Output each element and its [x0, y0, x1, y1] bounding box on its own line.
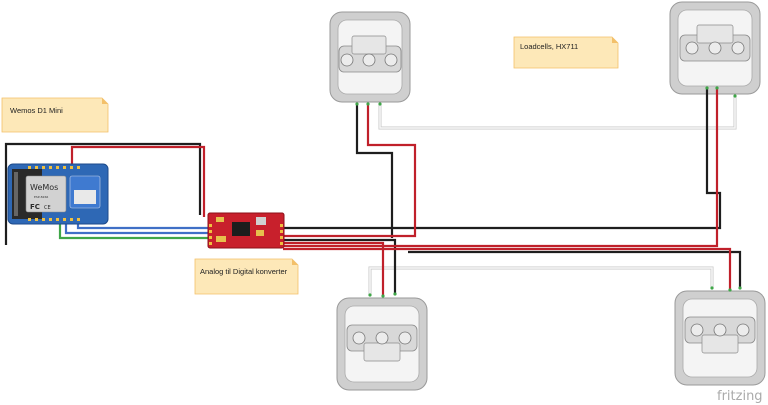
note-loadcells-text: Loadcells, HX711: [520, 42, 578, 51]
board-header-pins-top: [28, 166, 80, 169]
wemos-d1-mini-board[interactable]: WeMos ESP-8266 FC CE: [7, 163, 109, 225]
wire-endpoints: [355, 86, 742, 298]
loadcell-top-left[interactable]: [329, 11, 411, 103]
hx711-module[interactable]: [207, 212, 285, 249]
loadcell-bottom-left[interactable]: [336, 297, 428, 391]
red-wires[interactable]: [70, 88, 732, 296]
white-wires-inner: [369, 96, 736, 295]
board-brand-text: WeMos: [30, 183, 58, 192]
note-wemos[interactable]: Wemos D1 Mini: [1, 97, 109, 133]
board-header-pins-bottom: [28, 218, 80, 221]
board-fcc-text: FC: [30, 203, 40, 211]
loadcell-bottom-right[interactable]: [674, 290, 766, 386]
fritzing-watermark: fritzing: [717, 389, 763, 404]
note-wemos-text: Wemos D1 Mini: [10, 106, 63, 115]
board-chip-text: ESP-8266: [34, 195, 48, 199]
note-adc-text: Analog til Digital konverter: [200, 267, 288, 276]
white-wires[interactable]: [368, 96, 737, 295]
note-loadcells[interactable]: Loadcells, HX711: [513, 36, 619, 69]
note-adc[interactable]: Analog til Digital konverter: [194, 258, 299, 295]
board-ce-text: CE: [44, 205, 51, 211]
hx711-pins: [209, 224, 283, 245]
loadcell-top-right[interactable]: [669, 1, 761, 95]
black-wires[interactable]: [4, 88, 742, 294]
